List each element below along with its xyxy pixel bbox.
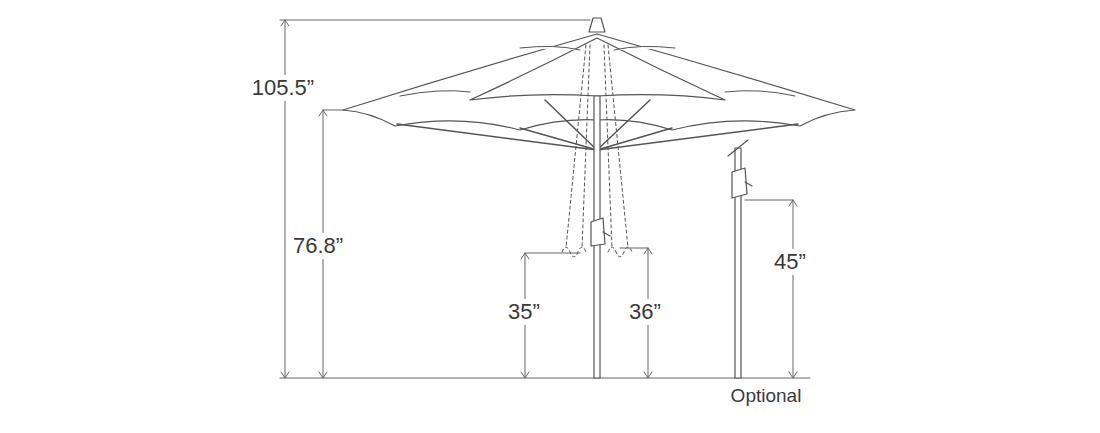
dimension-label: 36” bbox=[626, 299, 664, 325]
dimension-label: 45” bbox=[771, 249, 809, 275]
dimension-label: 35” bbox=[505, 299, 543, 325]
crank bbox=[591, 218, 610, 246]
dimension-label: 105.5” bbox=[249, 75, 317, 101]
variant-label: Optional bbox=[728, 385, 805, 408]
tilt-lines bbox=[562, 45, 632, 257]
optional-pole bbox=[728, 140, 752, 378]
dimension-label: 76.8” bbox=[290, 233, 346, 259]
